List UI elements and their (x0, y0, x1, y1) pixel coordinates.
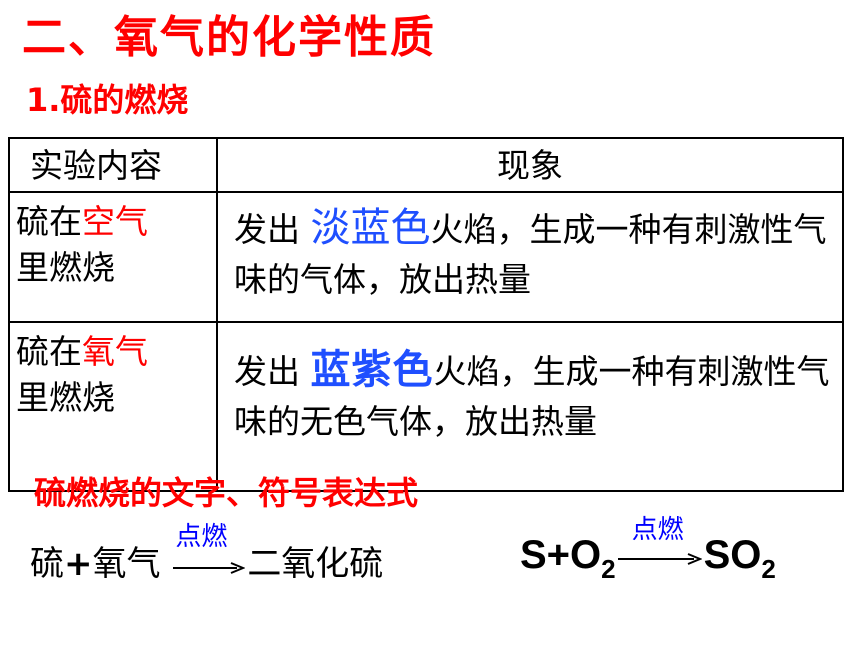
ignite-condition: 点燃 (631, 515, 684, 546)
expression-title: 硫燃烧的文字、符号表达式 (34, 474, 419, 512)
row-condition: 硫在氧气里燃烧 (8, 321, 218, 492)
right-arrow-icon (617, 553, 702, 566)
page-title: 二、氧气的化学性质 (22, 12, 436, 63)
experiment-table: 实验内容 现象 硫在空气里燃烧 发出 淡蓝色火焰，生成一种有刺激性气味的气体，放… (8, 137, 844, 492)
eq-right: SO (703, 533, 762, 577)
cond-gas: 氧气 (82, 332, 148, 371)
table-row: 硫在空气里燃烧 发出 淡蓝色火焰，生成一种有刺激性气味的气体，放出热量 (8, 191, 844, 323)
table-header-row: 实验内容 现象 (8, 137, 844, 193)
cond-post: 里燃烧 (16, 248, 115, 287)
header-content: 实验内容 (8, 137, 218, 193)
flame-color: 淡蓝色 (310, 205, 431, 251)
phen-pre: 发出 (234, 352, 311, 391)
product-so2: 二氧化硫 (247, 544, 384, 584)
reaction-arrow: 点燃 (173, 522, 246, 586)
cond-post: 里燃烧 (16, 378, 115, 417)
right-arrow-icon (173, 561, 246, 574)
row-phenomenon: 发出 淡蓝色火焰，生成一种有刺激性气味的气体，放出热量 (216, 191, 844, 323)
reactant-sulfur: 硫 (30, 544, 64, 584)
plus-sign: + (64, 544, 93, 584)
reactant-oxygen: 氧气 (92, 544, 161, 584)
reaction-arrow: 点燃 (617, 515, 702, 577)
row-phenomenon: 发出 蓝紫色火焰，生成一种有刺激性气味的无色气体，放出热量 (216, 321, 844, 492)
word-equation: 硫+氧气 点燃 二氧化硫 (30, 522, 384, 588)
cond-gas: 空气 (82, 202, 148, 241)
table-row: 硫在氧气里燃烧 发出 蓝紫色火焰，生成一种有刺激性气味的无色气体，放出热量 (8, 321, 844, 492)
row-condition: 硫在空气里燃烧 (8, 191, 218, 323)
section-subtitle: 1.硫的燃烧 (26, 81, 189, 119)
cond-pre: 硫在 (16, 332, 82, 371)
phen-pre: 发出 (234, 210, 311, 249)
eq-right-sub: 2 (761, 554, 776, 584)
ignite-condition: 点燃 (175, 521, 228, 552)
phen-post: 火焰，生成一种有刺激性气味的气体，放出热量 (234, 210, 827, 299)
header-phenomenon: 现象 (216, 137, 844, 193)
phen-post: 火焰，生成一种有刺激性气味的无色气体，放出热量 (234, 352, 830, 441)
eq-left: S+O (520, 533, 602, 577)
cond-pre: 硫在 (16, 202, 82, 241)
symbol-equation: S+O2 点燃 SO2 (520, 515, 776, 594)
eq-left-sub: 2 (601, 554, 616, 584)
flame-color: 蓝紫色 (310, 347, 434, 393)
